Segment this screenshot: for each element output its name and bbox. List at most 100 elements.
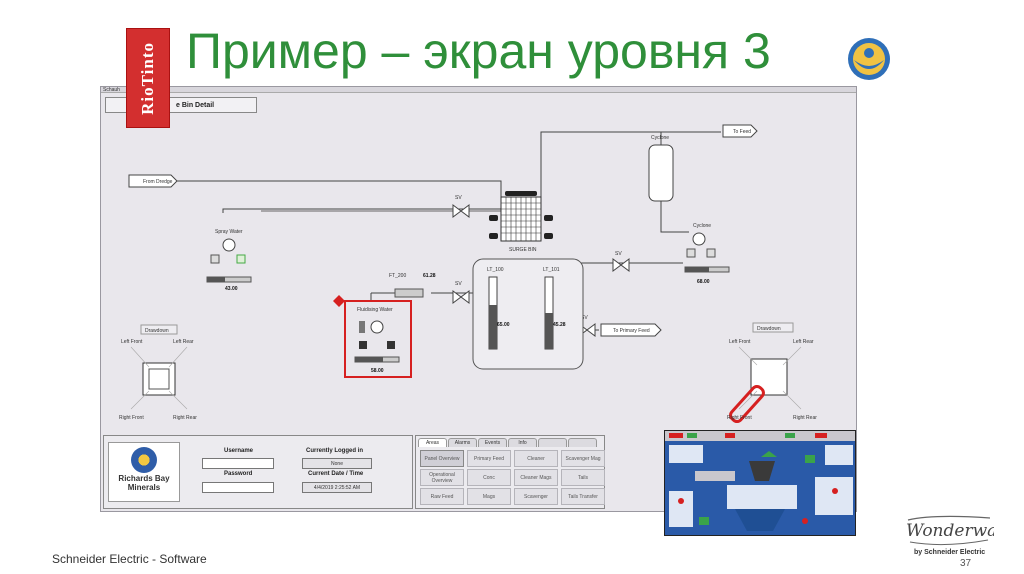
cyclone-level-fill	[685, 267, 709, 272]
pointer-highlight	[729, 384, 765, 424]
svg-text:SV: SV	[615, 251, 622, 257]
cyclone-tank[interactable]	[648, 144, 674, 202]
nav-scavenger-mag-button[interactable]: Scavenger Mag	[561, 450, 605, 467]
fluidising-water-highlight[interactable]	[344, 300, 412, 378]
fluidising-water-label: Fluidising Water	[357, 307, 393, 313]
nav-primary-feed-button[interactable]: Primary Feed	[467, 450, 511, 467]
nav-scavenger-button[interactable]: Scavenger	[514, 488, 558, 505]
hmi-titlebar: Schauh	[101, 87, 856, 93]
cyclone-value: 68.00	[697, 279, 710, 285]
slide-footer: Schneider Electric - Software	[52, 552, 207, 566]
drawdown-left-bin[interactable]	[142, 362, 176, 396]
cyclone-label: Cyclone	[693, 223, 711, 229]
nav-tails-transfer-button[interactable]: Tails Transfer	[561, 488, 605, 505]
lt-2-label: LT_101	[543, 267, 560, 273]
dd-left-front: Left Front	[121, 339, 143, 345]
password-input[interactable]	[202, 482, 274, 493]
wonderware-logo-text: Wonderware	[906, 521, 994, 541]
svg-text:SV: SV	[455, 195, 462, 201]
overview-screenshot-thumbnail	[664, 430, 856, 536]
company-emblem-icon	[848, 38, 890, 80]
nav-operational-overview-button[interactable]: Operational Overview	[420, 469, 464, 486]
fluidising-pump[interactable]	[370, 320, 384, 334]
lt-2-value: 45.28	[553, 322, 566, 328]
to-primary-feed-label: To Primary Feed	[613, 328, 650, 334]
schneider-logo-text: by Schneider Electric	[914, 549, 985, 556]
spray-valve-2[interactable]	[236, 254, 246, 264]
to-primary-feed-arrow[interactable]: To Primary Feed	[600, 323, 662, 337]
drawdown-left-box[interactable]	[140, 324, 178, 335]
cyclone-valve-2[interactable]	[706, 248, 716, 258]
drawdown-right-box[interactable]	[752, 322, 794, 333]
nav-mags-button[interactable]: Mags	[467, 488, 511, 505]
lt-1-fill	[489, 305, 497, 349]
logged-in-label: Currently Logged in	[306, 448, 363, 454]
surge-bin-grid	[501, 197, 541, 241]
dd-left-rear: Left Rear	[173, 339, 194, 345]
svg-text:Left Rear: Left Rear	[793, 339, 814, 345]
cyclone-tank-label: Cyclone	[651, 135, 669, 141]
nav-raw-feed-button[interactable]: Raw Feed	[420, 488, 464, 505]
tab-info[interactable]: Info	[508, 438, 537, 447]
drawdown-left-lines	[130, 346, 188, 410]
logged-in-value: None	[302, 458, 372, 469]
rbm-logo: Richards Bay Minerals	[108, 442, 180, 502]
drawdown-right-lines	[738, 346, 802, 410]
from-dredge-label: From Dredge	[143, 179, 173, 185]
nav-conc-button[interactable]: Conc	[467, 469, 511, 486]
svg-text:SV: SV	[455, 281, 462, 287]
ft-label: FT_200	[389, 273, 406, 279]
spray-value: 43.00	[225, 286, 238, 292]
dd-right-front: Right Front	[119, 415, 144, 421]
tab-empty-1[interactable]	[538, 438, 567, 447]
password-label: Password	[224, 471, 253, 477]
tab-events[interactable]: Events	[478, 438, 507, 447]
alarm-indicator-icon	[333, 295, 345, 307]
fluid-level-fill	[355, 357, 383, 362]
nav-panel-overview-button[interactable]: Panel Overview	[420, 450, 464, 467]
datetime-value: 4/4/2019 2:25:52 AM	[302, 482, 372, 493]
tab-areas[interactable]: Areas	[418, 438, 447, 447]
fluidising-valve-2[interactable]	[387, 341, 395, 349]
spray-water-label: Spray Water	[215, 229, 243, 235]
spray-water-pump[interactable]	[222, 238, 236, 252]
spray-level-fill	[207, 277, 225, 282]
to-feed-label: To Feed	[733, 129, 751, 135]
rbm-emblem-icon	[131, 447, 157, 473]
rbm-company-name: Richards Bay Minerals	[118, 474, 170, 492]
svg-text:SV: SV	[581, 315, 588, 321]
sv-valve-2[interactable]: SV	[612, 251, 630, 272]
surge-bin-label: SURGE BIN	[509, 247, 537, 253]
level-tanks-frame	[472, 258, 584, 370]
overview-thumbnail-image	[665, 431, 855, 535]
page-number: 37	[960, 558, 972, 569]
sv-valve-1[interactable]: SV	[452, 195, 470, 218]
nav-cleaner-button[interactable]: Cleaner	[514, 450, 558, 467]
to-feed-arrow[interactable]: To Feed	[722, 124, 758, 138]
nav-cleaner-mags-button[interactable]: Cleaner Mags	[514, 469, 558, 486]
lt-1-value: 65.00	[497, 322, 510, 328]
tab-alarms[interactable]: Alarms	[448, 438, 477, 447]
nav-button-grid: Panel Overview Primary Feed Cleaner Scav…	[420, 450, 605, 505]
flow-transmitter[interactable]	[394, 288, 424, 298]
from-dredge-arrow[interactable]: From Dredge	[128, 174, 178, 188]
tab-empty-2[interactable]	[568, 438, 597, 447]
fluidising-valve[interactable]	[359, 341, 367, 349]
cyclone-valve[interactable]	[686, 248, 696, 258]
process-diagram: To Feed From Dredge To Primary Feed Cycl…	[119, 124, 817, 424]
navigation-panel: Areas Alarms Events Info Panel Overview …	[415, 435, 605, 509]
svg-text:Right Rear: Right Rear	[793, 415, 817, 421]
lt-1-label: LT_100	[487, 267, 504, 273]
ft-value: 61.28	[423, 273, 436, 279]
svg-text:Right Front: Right Front	[727, 415, 752, 421]
drawdown-left-label: Drawdown	[145, 328, 169, 334]
riotinto-logo: RioTinto	[126, 28, 170, 128]
login-panel: Richards Bay Minerals Username Password …	[103, 435, 413, 509]
cyclone-pump[interactable]	[692, 232, 706, 246]
username-input[interactable]	[202, 458, 274, 469]
datetime-label: Current Date / Time	[308, 471, 364, 477]
spray-valve[interactable]	[210, 254, 220, 264]
fluid-value: 58.00	[371, 368, 384, 374]
sv-valve-3[interactable]: SV	[452, 281, 470, 304]
nav-tails-button[interactable]: Tails	[561, 469, 605, 486]
